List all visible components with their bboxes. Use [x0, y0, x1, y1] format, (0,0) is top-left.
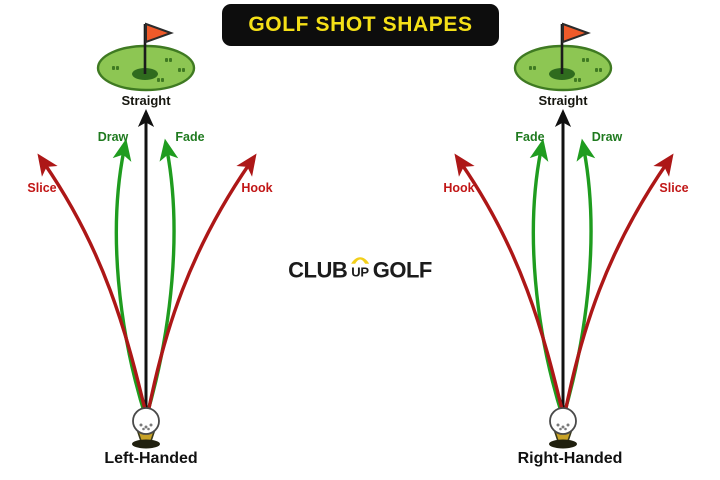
label-fade-right: Fade [515, 130, 545, 144]
slice-shot-curve [37, 153, 149, 420]
page-title: GOLF SHOT SHAPES [248, 13, 473, 36]
label-slice-left: Slice [27, 181, 57, 195]
shot-trajectory-svg-left [37, 22, 257, 449]
golf-green-icon-right [513, 22, 613, 92]
label-slice-right: Slice [659, 181, 689, 195]
brand-logo: CLUB UP GOLF [288, 255, 432, 282]
draw-shot-curve [561, 138, 596, 420]
logo-up-group: UP [351, 255, 369, 282]
golf-ball-on-tee-icon-left [132, 407, 160, 449]
hook-shot-curve [454, 153, 566, 420]
logo-word-golf: GOLF [372, 257, 433, 283]
golf-ball-on-tee-icon-right [549, 407, 577, 449]
golf-green-icon-left [96, 22, 196, 92]
draw-shot-curve [112, 138, 148, 420]
label-fade-left: Fade [175, 130, 205, 144]
fade-shot-curve [529, 138, 565, 420]
hook-shot-curve [145, 153, 257, 420]
label-draw-right: Draw [591, 130, 623, 144]
label-draw-left: Draw [97, 130, 129, 144]
label-hook-right: Hook [443, 181, 475, 195]
title-badge: GOLF SHOT SHAPES [222, 4, 499, 46]
shot-trajectory-svg-right [454, 22, 674, 449]
label-left-handed: Left-Handed [104, 450, 198, 467]
diagram-right-handed: Straight Fade Draw Hook Slice Right-Hand… [360, 0, 720, 480]
label-hook-left: Hook [241, 181, 273, 195]
logo-word-club: CLUB [288, 257, 348, 283]
label-right-handed: Right-Handed [517, 450, 623, 467]
slice-shot-curve [562, 153, 674, 420]
label-straight-right: Straight [538, 93, 588, 108]
fade-shot-curve [144, 138, 179, 420]
label-straight-left: Straight [121, 93, 171, 108]
diagram-left-handed: Straight Draw Fade Slice Hook Left-Hande… [27, 22, 273, 467]
chevron-up-icon [351, 257, 369, 264]
logo-word-up: UP [351, 264, 369, 280]
